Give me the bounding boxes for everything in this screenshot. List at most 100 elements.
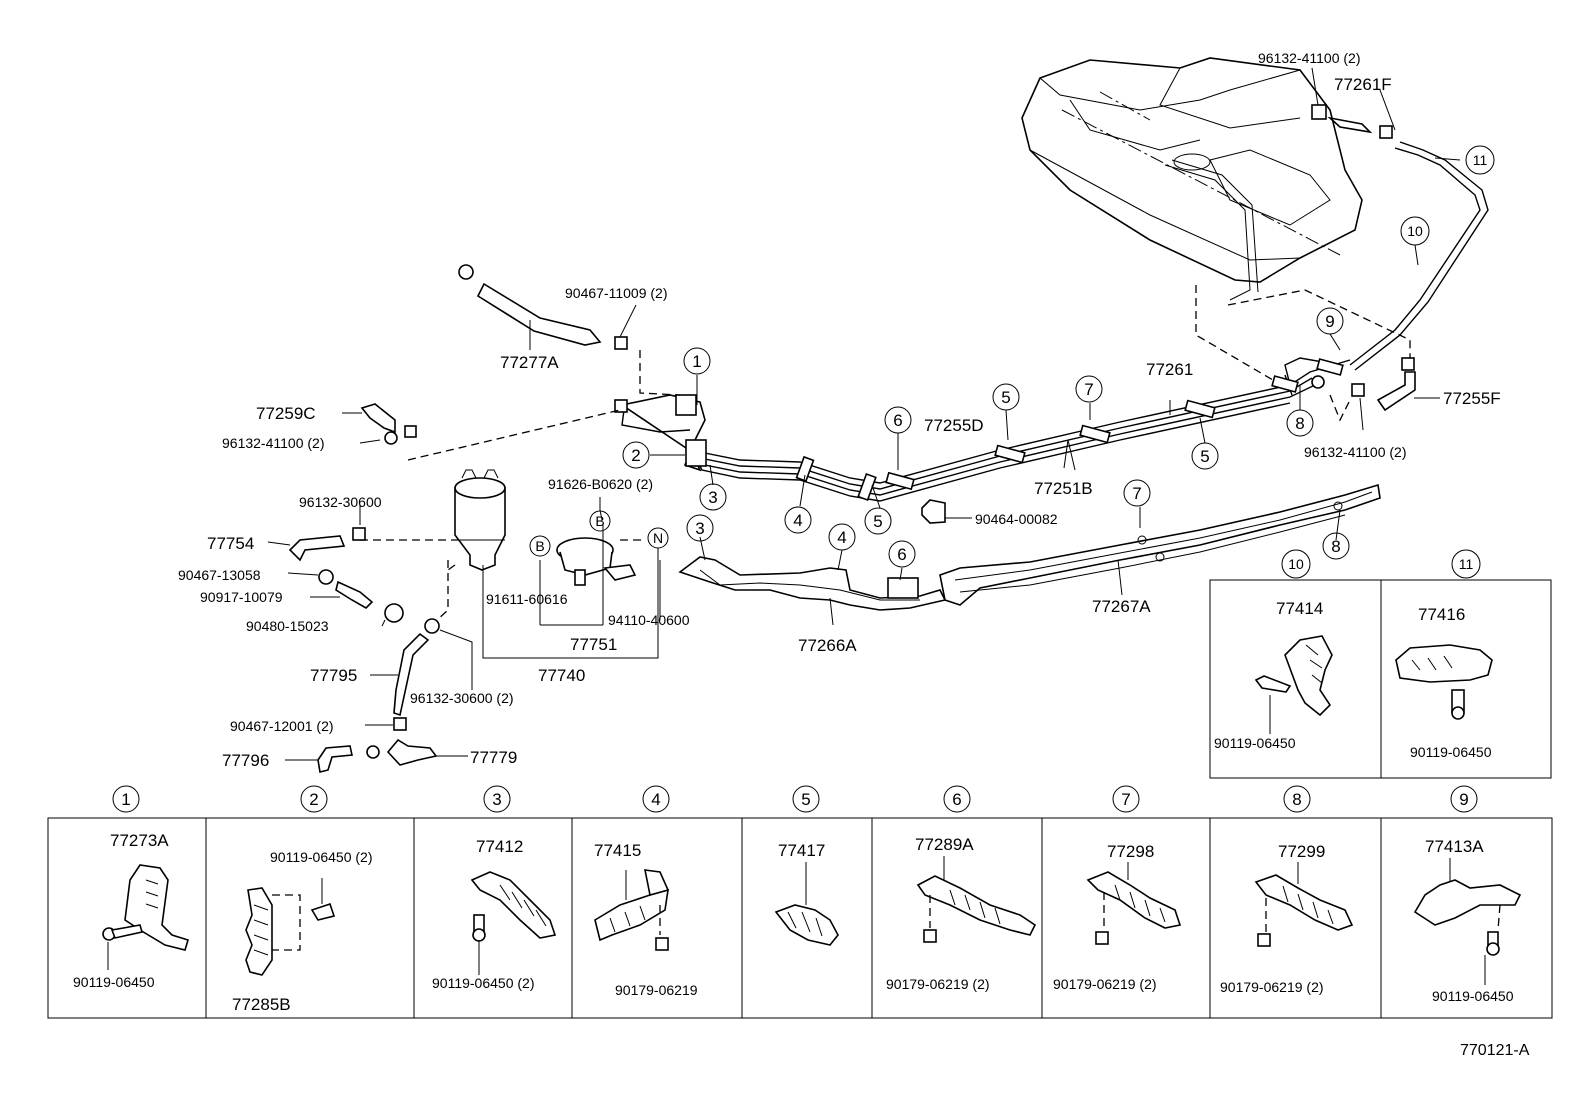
label-77740: 77740 bbox=[538, 666, 585, 685]
part-77289A: 77289A bbox=[915, 835, 974, 854]
svg-text:B: B bbox=[595, 513, 604, 529]
canister-77740 bbox=[454, 469, 506, 571]
hose-77259C bbox=[360, 403, 417, 445]
inset-cell-7: 7 77298 90179-06219 (2) bbox=[1053, 785, 1182, 992]
hose-77277A bbox=[458, 264, 628, 350]
svg-text:7: 7 bbox=[1084, 380, 1093, 399]
part-77413A: 77413A bbox=[1425, 837, 1484, 856]
callout-4: 4 bbox=[784, 506, 812, 534]
bracket-77751 bbox=[556, 537, 645, 586]
svg-text:10: 10 bbox=[1288, 556, 1304, 572]
callout-5c: 5 bbox=[1191, 442, 1219, 470]
callout-11: 11 bbox=[1465, 145, 1495, 175]
svg-text:4: 4 bbox=[837, 528, 846, 547]
svg-text:7: 7 bbox=[1121, 790, 1130, 809]
callout-4b: 4 bbox=[828, 523, 856, 551]
inset-cell-5: 5 77417 bbox=[774, 785, 839, 946]
svg-text:5: 5 bbox=[801, 790, 810, 809]
svg-text:9: 9 bbox=[1459, 790, 1468, 809]
part-77417: 77417 bbox=[778, 841, 825, 860]
svg-text:7: 7 bbox=[1132, 484, 1141, 503]
label-90467-11009: 90467-11009 (2) bbox=[565, 285, 667, 301]
callout-6: 6 bbox=[884, 406, 912, 434]
part-90179-06219-6: 90179-06219 (2) bbox=[886, 976, 990, 992]
inset-top: 10 77414 90119-06450 11 77416 90119-0645… bbox=[1209, 549, 1552, 779]
svg-text:1: 1 bbox=[692, 352, 701, 371]
letter-b2: B bbox=[529, 535, 551, 557]
inset-cell-8: 8 77299 90179-06219 (2) bbox=[1220, 785, 1354, 995]
svg-text:N: N bbox=[653, 530, 663, 546]
callout-2: 2 bbox=[622, 441, 650, 469]
svg-text:5: 5 bbox=[1200, 447, 1209, 466]
part-90179-06219-4: 90179-06219 bbox=[615, 982, 698, 998]
label-77779: 77779 bbox=[470, 748, 517, 767]
callout-8: 8 bbox=[1286, 409, 1314, 437]
inset-cell-6: 6 77289A 90179-06219 (2) bbox=[886, 785, 1037, 992]
part-77285B: 77285B bbox=[232, 995, 291, 1014]
label-77255D: 77255D bbox=[924, 416, 984, 435]
fuel-tank bbox=[1021, 57, 1363, 301]
label-77751: 77751 bbox=[570, 635, 617, 654]
svg-text:2: 2 bbox=[631, 446, 640, 465]
svg-text:B: B bbox=[535, 538, 544, 554]
hose-77795 bbox=[393, 632, 430, 731]
svg-text:3: 3 bbox=[695, 519, 704, 538]
callout-1: 1 bbox=[683, 347, 711, 375]
svg-text:9: 9 bbox=[1325, 312, 1334, 331]
svg-text:6: 6 bbox=[897, 545, 906, 564]
label-91611-60616: 91611-60616 bbox=[486, 591, 568, 607]
label-77259C: 77259C bbox=[256, 404, 316, 423]
svg-text:11: 11 bbox=[1459, 556, 1474, 572]
callout-3: 3 bbox=[699, 483, 727, 511]
label-90480-15023: 90480-15023 bbox=[246, 618, 329, 634]
part-77412: 77412 bbox=[476, 837, 523, 856]
svg-text:8: 8 bbox=[1331, 537, 1340, 556]
svg-text:5: 5 bbox=[1001, 388, 1010, 407]
label-91626-B0620: 91626-B0620 (2) bbox=[548, 476, 653, 492]
callout-circles-main: 1 2 3 4 5 6 5 7 5 8 9 10 11 3 4 6 7 8 B … bbox=[529, 145, 1495, 568]
part-77273A: 77273A bbox=[110, 831, 169, 850]
svg-text:4: 4 bbox=[651, 790, 660, 809]
inset-11: 11 77416 90119-06450 bbox=[1395, 549, 1493, 760]
label-77754: 77754 bbox=[207, 534, 254, 553]
label-77795: 77795 bbox=[310, 666, 357, 685]
clip-90464-00082 bbox=[921, 499, 946, 524]
callout-5b: 5 bbox=[992, 383, 1020, 411]
callout-7: 7 bbox=[1075, 375, 1103, 403]
part-90119-06450-11: 90119-06450 bbox=[1410, 744, 1492, 760]
callout-3b: 3 bbox=[686, 514, 714, 542]
protector-77266A bbox=[678, 556, 947, 611]
label-96132-41100-top: 96132-41100 (2) bbox=[1258, 50, 1360, 66]
label-77266A: 77266A bbox=[798, 636, 857, 655]
callout-5: 5 bbox=[864, 507, 892, 535]
label-77255F: 77255F bbox=[1443, 389, 1501, 408]
front-connector bbox=[614, 394, 707, 472]
diagram-id: 770121-A bbox=[1460, 1042, 1530, 1059]
protector-77267A bbox=[939, 483, 1381, 606]
part-90119-06450-10: 90119-06450 bbox=[1214, 735, 1296, 751]
hose-77754 bbox=[288, 527, 440, 634]
svg-text:8: 8 bbox=[1292, 790, 1301, 809]
callout-10: 10 bbox=[1400, 216, 1430, 246]
leader-lines bbox=[267, 67, 1461, 761]
part-90119-06450-2: 90119-06450 (2) bbox=[270, 849, 372, 865]
hose-77255F bbox=[1311, 357, 1416, 412]
part-77299: 77299 bbox=[1278, 842, 1325, 861]
inset-cell-9: 9 77413A 90119-06450 bbox=[1413, 785, 1522, 1004]
part-77416: 77416 bbox=[1418, 605, 1465, 624]
hose-77261F bbox=[1311, 104, 1489, 371]
label-77261: 77261 bbox=[1146, 360, 1193, 379]
inset-10: 10 77414 90119-06450 bbox=[1214, 549, 1333, 751]
svg-text:10: 10 bbox=[1407, 223, 1423, 239]
svg-text:4: 4 bbox=[793, 511, 802, 530]
part-90119-06450-1: 90119-06450 bbox=[73, 974, 155, 990]
svg-text:1: 1 bbox=[121, 790, 130, 809]
label-90464-00082: 90464-00082 bbox=[975, 511, 1058, 527]
hose-77796 bbox=[317, 738, 438, 773]
svg-text:6: 6 bbox=[893, 411, 902, 430]
inset-cell-1: 1 77273A 90119-06450 bbox=[73, 785, 189, 990]
svg-text:3: 3 bbox=[708, 488, 717, 507]
label-77796: 77796 bbox=[222, 751, 269, 770]
label-96132-41100-right: 96132-41100 (2) bbox=[1304, 444, 1406, 460]
callout-6b: 6 bbox=[888, 540, 916, 568]
